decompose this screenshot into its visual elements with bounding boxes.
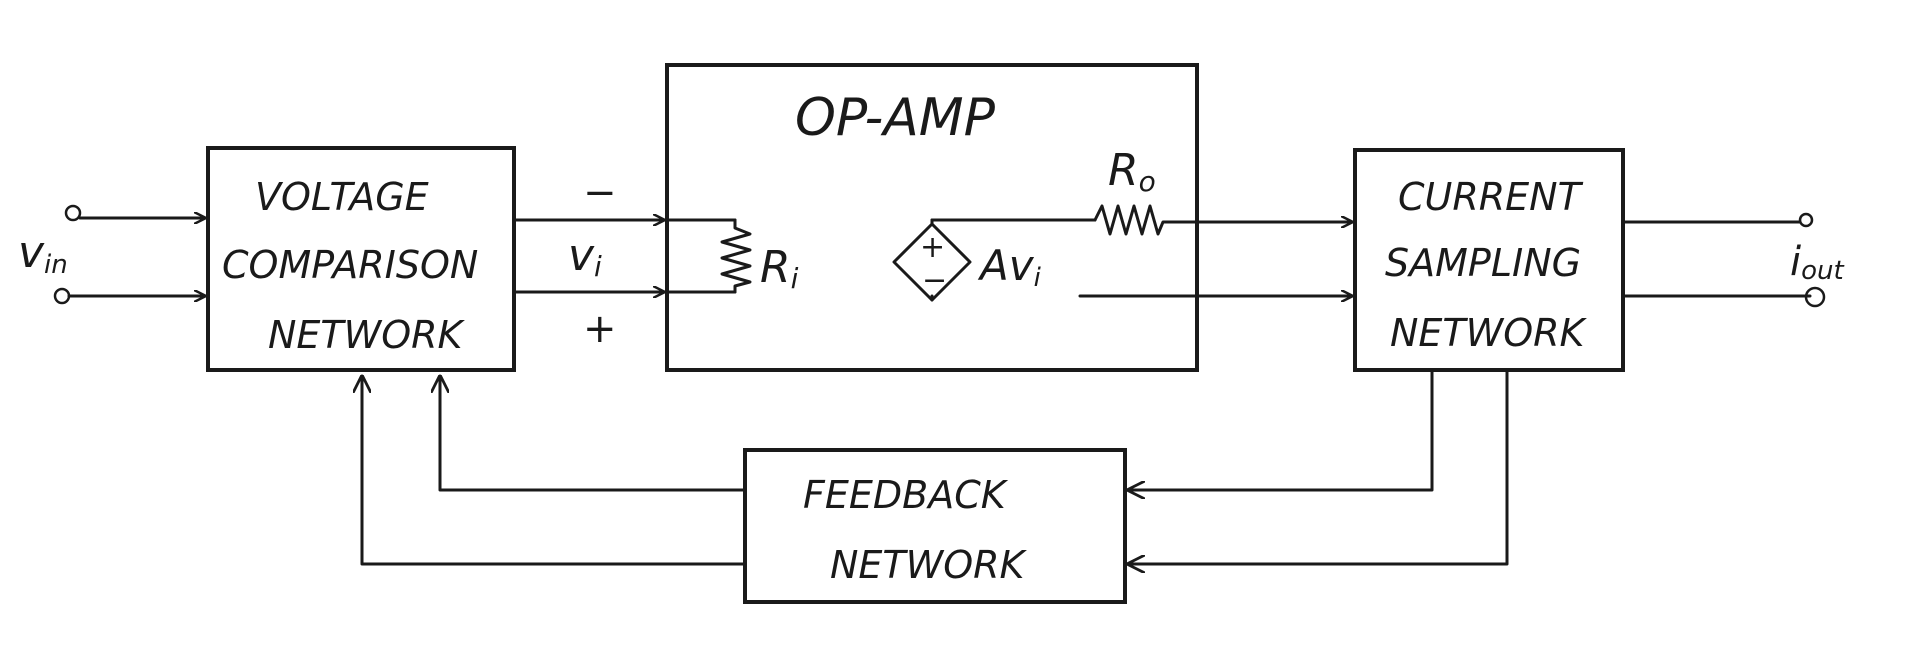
- terminal-icon: [53, 287, 71, 305]
- iout-label: iout: [1790, 239, 1845, 286]
- vin-label: vin: [18, 227, 68, 280]
- op-amp-block: OP-AMP Ri + − Avi Ro: [662, 63, 1199, 372]
- source-plus: +: [920, 230, 945, 265]
- plus-sign: +: [583, 306, 617, 352]
- current-sampling-block: CURRENT SAMPLING NETWORK: [1353, 148, 1625, 372]
- ro-label: Ro: [1108, 145, 1156, 198]
- comparison-to-opamp-wires: − vi +: [512, 170, 666, 352]
- terminal-icon: [1798, 212, 1814, 228]
- source-minus: −: [922, 263, 947, 298]
- opamp-to-sampling-wires: [1170, 222, 1354, 296]
- terminal-icon: [64, 204, 82, 222]
- vi-label: vi: [568, 230, 602, 283]
- terminal-icon: [1804, 286, 1826, 308]
- current-sampling-line3: NETWORK: [1390, 311, 1588, 355]
- gain-label: Avi: [977, 241, 1042, 293]
- feedback-line1: FEEDBACK: [803, 473, 1009, 517]
- feedback-to-comparison-wires: [362, 374, 747, 566]
- op-amp-title: OP-AMP: [795, 88, 996, 148]
- resistor-icon: [720, 218, 752, 294]
- voltage-comparison-line3: NETWORK: [268, 313, 466, 357]
- feedback-line2: NETWORK: [830, 543, 1028, 587]
- minus-sign: −: [583, 170, 617, 216]
- resistor-icon: [1093, 204, 1174, 236]
- output-terminals: iout: [1621, 212, 1845, 308]
- ri-label: Ri: [760, 242, 799, 295]
- sampling-feedback-wire-bottom: [1126, 368, 1509, 564]
- voltage-comparison-line1: VOLTAGE: [255, 175, 429, 219]
- voltage-comparison-block: VOLTAGE COMPARISON NETWORK: [206, 146, 516, 372]
- current-sampling-line2: SAMPLING: [1385, 241, 1581, 285]
- sampling-to-feedback-wires: [1126, 368, 1509, 564]
- sampling-feedback-wire-top: [1126, 368, 1434, 490]
- current-sampling-box: [1353, 148, 1625, 372]
- feedback-box: [743, 448, 1127, 604]
- current-sampling-line1: CURRENT: [1398, 175, 1584, 219]
- input-terminals: vin: [18, 204, 207, 305]
- feedback-block: FEEDBACK NETWORK: [743, 448, 1127, 604]
- op-amp-box: [665, 63, 1199, 372]
- voltage-comparison-line2: COMPARISON: [222, 243, 478, 287]
- feedback-comparison-wire-top: [440, 374, 747, 492]
- voltage-comparison-box: [206, 146, 516, 372]
- feedback-comparison-wire-bottom: [362, 374, 747, 566]
